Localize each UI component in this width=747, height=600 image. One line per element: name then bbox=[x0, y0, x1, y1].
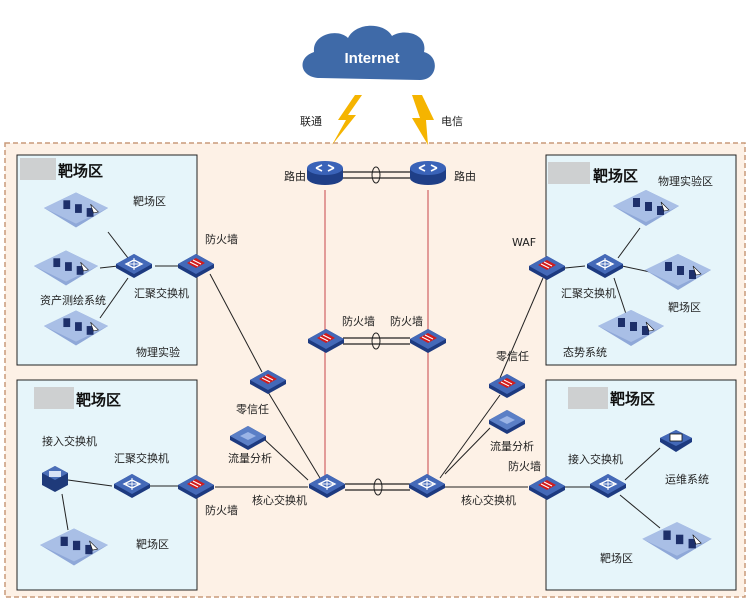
lightning-bolt-icon bbox=[412, 95, 434, 145]
link-black bbox=[209, 273, 263, 373]
router-right-label: 路由 bbox=[454, 169, 476, 183]
link-black bbox=[444, 427, 491, 475]
traffic-analysis-left-label: 流量分析 bbox=[228, 451, 272, 465]
zero-trust-right-label: 零信任 bbox=[496, 350, 529, 363]
link-black bbox=[621, 265, 651, 273]
zone-tr-waf-label: WAF bbox=[512, 236, 536, 249]
zone-tl-host-bottom-label: 物理实验 bbox=[136, 345, 180, 359]
traffic-analysis-right-label: 流量分析 bbox=[490, 439, 534, 453]
link-black bbox=[564, 265, 586, 269]
link-black bbox=[624, 447, 661, 481]
redacted-name bbox=[548, 162, 590, 184]
zone-bottom-left-title: 靶场区 bbox=[76, 391, 121, 409]
right-firewall-label: 防火墙 bbox=[508, 459, 541, 473]
zone-tl-host-mid-label: 资产测绘系统 bbox=[40, 293, 106, 307]
link-black bbox=[61, 493, 69, 531]
isp-label-right: 电信 bbox=[441, 115, 463, 128]
link-black bbox=[499, 277, 544, 379]
zone-tl-agg-label: 汇聚交换机 bbox=[134, 286, 189, 300]
router-left-label: 路由 bbox=[284, 169, 306, 183]
link-black bbox=[617, 227, 641, 259]
redacted-name bbox=[34, 387, 74, 409]
link-black bbox=[264, 439, 309, 481]
router-right-icon bbox=[409, 160, 447, 186]
zone-top-left-title: 靶场区 bbox=[58, 162, 103, 180]
link-black bbox=[107, 231, 129, 259]
zone-tr-host-top-label: 物理实验区 bbox=[658, 174, 713, 188]
zone-top-left bbox=[16, 154, 198, 366]
core-firewall-left-label: 防火墙 bbox=[342, 314, 375, 328]
redacted-name bbox=[20, 158, 56, 180]
link-black bbox=[99, 265, 119, 269]
zone-bottom-right-title: 靶场区 bbox=[610, 390, 655, 408]
zone-tr-host-mid-label: 靶场区 bbox=[668, 300, 701, 314]
link-black bbox=[439, 394, 501, 479]
core-switch-right-label: 核心交换机 bbox=[461, 493, 516, 507]
zero-trust-left-label: 零信任 bbox=[236, 403, 269, 416]
zone-tl-fw-label: 防火墙 bbox=[205, 232, 238, 246]
zone-tl-host-top-label: 靶场区 bbox=[133, 194, 166, 208]
lightning-bolt-icon bbox=[332, 95, 362, 145]
zone-br-access-label: 接入交换机 bbox=[568, 452, 623, 466]
zone-br-host-label: 靶场区 bbox=[600, 551, 633, 565]
router-left-icon bbox=[306, 160, 344, 186]
core-switch-left-label: 核心交换机 bbox=[252, 493, 307, 507]
link-black bbox=[99, 277, 129, 319]
zone-bl-access-label: 接入交换机 bbox=[42, 434, 97, 448]
zone-bottom-right bbox=[545, 379, 737, 591]
link-black bbox=[67, 479, 113, 487]
core-firewall-right-label: 防火墙 bbox=[390, 314, 423, 328]
zone-bl-fw-label: 防火墙 bbox=[205, 503, 238, 517]
internet-label: Internet bbox=[344, 50, 399, 67]
zone-tr-agg-label: 汇聚交换机 bbox=[561, 286, 616, 300]
zone-bl-host-label: 靶场区 bbox=[136, 537, 169, 551]
zone-br-ops-label: 运维系统 bbox=[665, 473, 709, 486]
zone-top-right-title: 靶场区 bbox=[593, 167, 638, 185]
link-black bbox=[267, 391, 321, 479]
redacted-name bbox=[568, 387, 608, 409]
zone-tr-host-bottom-label: 态势系统 bbox=[563, 346, 607, 359]
internet-cloud: Internet bbox=[302, 25, 435, 80]
link-black bbox=[619, 494, 661, 529]
isp-label-left: 联通 bbox=[300, 115, 322, 128]
zone-bl-agg-label: 汇聚交换机 bbox=[114, 451, 169, 465]
